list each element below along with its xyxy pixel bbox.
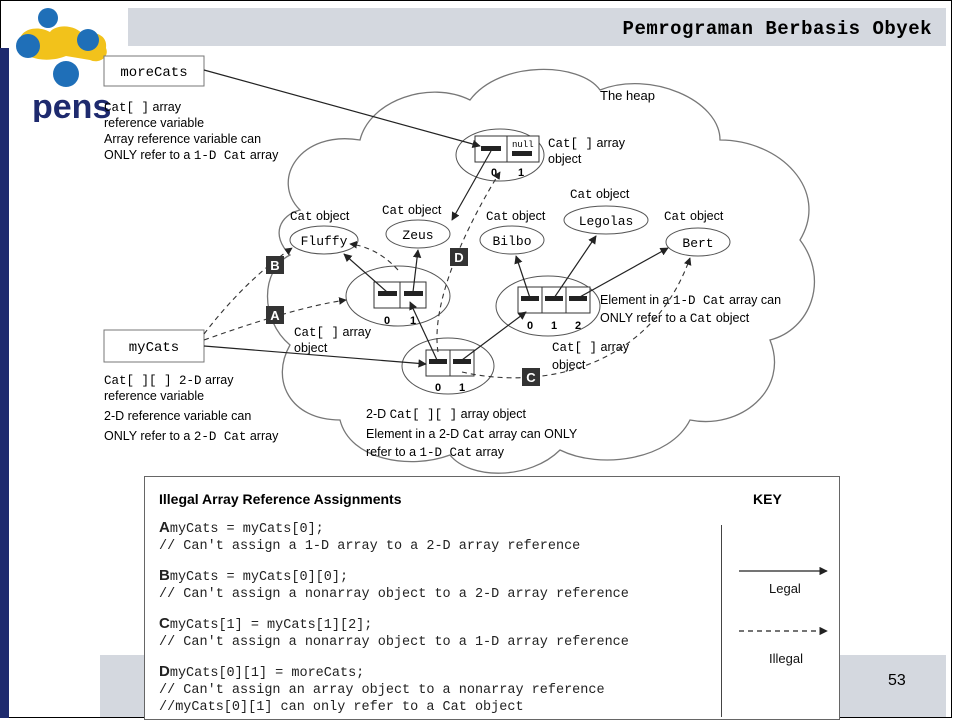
marker-b [266,256,284,274]
bert-type: Cat object [664,209,724,224]
marker-c [522,368,540,386]
marker-d-letter: D [454,250,463,265]
right-array-label: Cat[ ] array [552,340,630,355]
heap-label: The heap [600,88,655,103]
zeus-type: Cat object [382,203,442,218]
marker-b-letter: B [270,258,279,273]
right-array-note1: Element in a 1-D Cat array can [600,293,781,308]
zeus-ellipse [385,219,451,249]
legolas-ellipse [563,205,649,235]
top-array-idx0: 0 [491,167,497,179]
rule-a: AmyCats = myCats[0];// Can't assign a 1-… [159,519,581,554]
fluffy-type: Cat object [290,209,350,224]
left-array-label: Cat[ ] array [294,325,372,340]
left-accent-bar [0,48,9,718]
page-number: 53 [888,672,906,689]
left-array-idx1: 1 [410,315,416,327]
more-cats-box [103,55,205,87]
more-cats-desc-2: reference variable [104,116,204,130]
arrow-morecats-to-array [203,69,481,149]
logo-text: pens [32,88,111,122]
top-array-null: null [512,140,534,150]
top-array-cell-1 [506,135,540,163]
top-array-label: Cat[ ] array [548,136,626,151]
illegal-assignments-box: Illegal Array Reference Assignments KEY … [144,476,840,720]
top-array-idx1: 1 [518,167,524,179]
rule-c: CmyCats[1] = myCats[1][2];// Can't assig… [159,615,629,650]
arrow-2d0-to-left [409,301,438,361]
arrow-left1-to-zeus [412,249,422,293]
key-heading: KEY [753,491,782,507]
bilbo-ellipse [479,225,545,255]
twod-array-label3: refer to a 1-D Cat array [366,445,505,460]
key-legend [739,566,828,636]
bert-ellipse [665,227,731,257]
right-array-label2: object [552,358,586,372]
twod-array-idx1: 1 [459,382,465,394]
rule-d: DmyCats[0][1] = moreCats;// Can't assign… [159,663,605,715]
more-cats-desc-1: Cat[ ] array [104,100,182,115]
my-cats-desc-3: 2-D reference variable can [104,409,251,423]
my-cats-box-label: myCats [129,340,179,356]
marker-d [450,248,468,266]
arrow-left0-to-fluffy [343,253,388,293]
top-array-label2: object [548,152,582,166]
left-array-label2: object [294,341,328,355]
pens-logo: pens [16,8,111,122]
arrow-right1-to-legolas [553,235,597,299]
my-cats-desc-4: ONLY refer to a 2-D Cat array [104,429,279,444]
legal-label: Legal [769,581,801,596]
more-cats-box-label: moreCats [120,65,187,81]
bert-name: Bert [682,236,713,251]
twod-array-label1: 2-D Cat[ ][ ] array object [366,407,526,422]
heap-cloud [266,68,816,474]
twod-array-idx0: 0 [435,382,441,394]
slide-title: Pemrograman Berbasis Obyek [622,18,932,40]
more-cats-desc-3: Array reference variable can [104,132,261,146]
bilbo-name: Bilbo [492,234,531,249]
more-cats-desc-4: ONLY refer to a 1-D Cat array [104,148,279,163]
arrow-2d1-to-right [461,311,527,361]
my-cats-desc-2: reference variable [104,389,204,403]
illegal-arrow-c [461,257,692,379]
zeus-name: Zeus [402,228,433,243]
key-box-title: Illegal Array Reference Assignments [159,491,402,507]
marker-a-letter: A [270,308,280,323]
right-array-note2: ONLY refer to a Cat object [600,311,750,326]
marker-a [266,306,284,324]
right-array-idx2: 2 [575,320,581,332]
illegal-label: Illegal [769,651,803,666]
twod-array-label2: Element in a 2-D Cat array can ONLY [366,427,578,442]
fluffy-name: Fluffy [301,234,348,249]
right-array-idx0: 0 [527,320,533,332]
left-array-idx0: 0 [384,315,390,327]
fluffy-ellipse [289,225,359,255]
arrow-right0-to-bilbo [514,255,531,299]
rule-b: BmyCats = myCats[0][0];// Can't assign a… [159,567,629,602]
legolas-name: Legolas [579,214,634,229]
marker-c-letter: C [526,370,536,385]
header-band: Pemrograman Berbasis Obyek [128,8,946,46]
bilbo-type: Cat object [486,209,546,224]
arrow-top0-to-zeus [451,150,492,221]
my-cats-desc-1: Cat[ ][ ] 2-D array [104,373,234,388]
right-array-idx1: 1 [551,320,557,332]
arrow-mycats-to-2d [203,345,427,368]
arrow-right2-to-bert [577,247,669,299]
key-divider [721,525,722,717]
legolas-type: Cat object [570,187,630,202]
illegal-arrow-b [203,247,293,335]
